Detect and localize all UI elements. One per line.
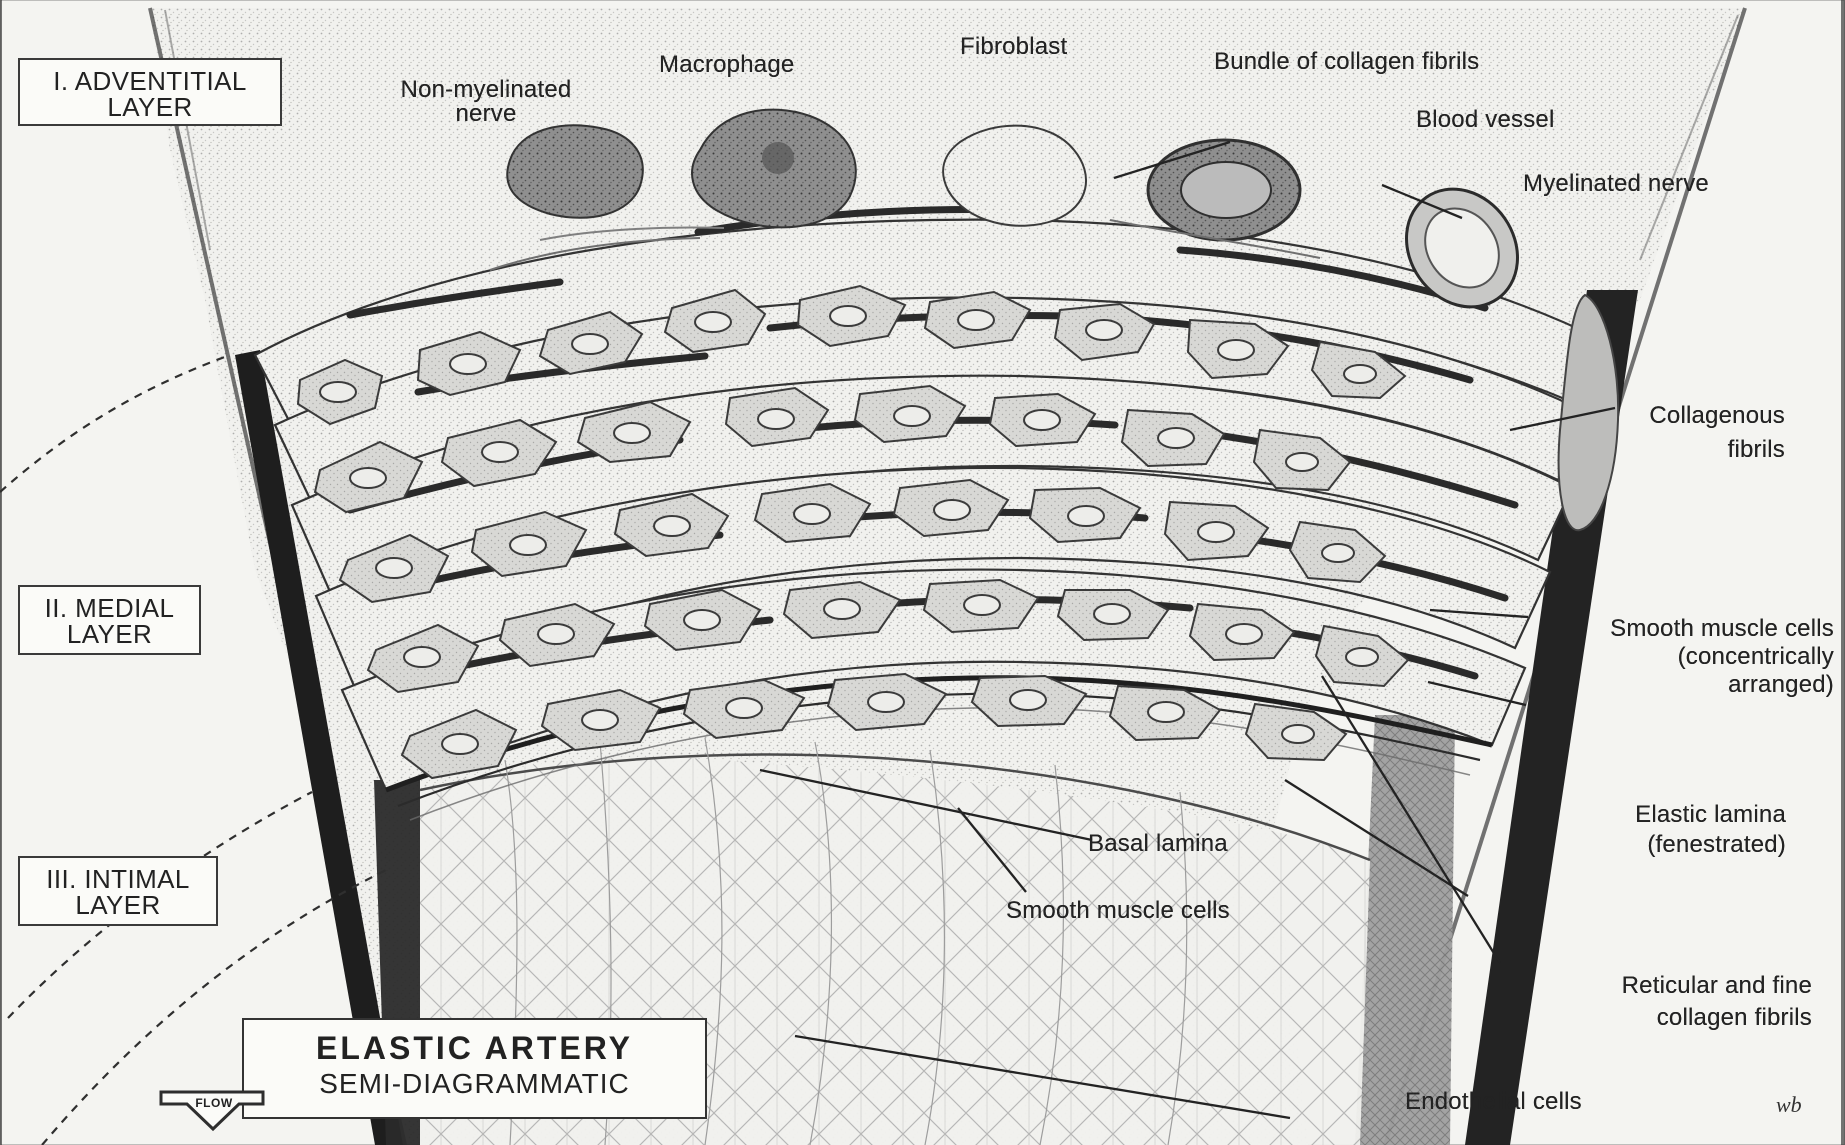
- basal-lamina-label: Basal lamina: [1088, 832, 1228, 856]
- medial-layer-box: II. MEDIAL LAYER: [18, 585, 201, 655]
- myelinated-nerve-label: Myelinated nerve: [1523, 172, 1709, 196]
- reticular-line-1: Reticular and fine: [1482, 974, 1812, 998]
- diagram-subtitle: SEMI-DIAGRAMMATIC: [244, 1070, 705, 1098]
- blood-vessel-label: Blood vessel: [1416, 108, 1554, 132]
- intimal-layer-box: III. INTIMAL LAYER: [18, 856, 218, 926]
- macrophage-label: Macrophage: [659, 53, 794, 77]
- elastic-lamina-line-2: (fenestrated): [1510, 833, 1786, 857]
- diagram-title: ELASTIC ARTERY: [244, 1032, 705, 1064]
- flow-label: FLOW: [186, 1096, 242, 1110]
- elastic-lamina-line-1: Elastic lamina: [1510, 803, 1786, 827]
- collagenous-line-1: Collagenous: [1615, 404, 1785, 428]
- reticular-collagen-label: Reticular and fine collagen fibrils: [1482, 974, 1812, 1030]
- bundle-collagen-label: Bundle of collagen fibrils: [1214, 50, 1479, 74]
- non-myelinated-nerve-label: Non-myelinated nerve: [372, 78, 600, 126]
- smooth-muscle-cells-right-label: Smooth muscle cells (concentrically arra…: [1512, 617, 1834, 697]
- smooth-muscle-right-line-1: Smooth muscle cells: [1512, 617, 1834, 641]
- medial-layer-line-2: LAYER: [20, 621, 199, 647]
- medial-layer-line-1: II. MEDIAL: [20, 595, 199, 621]
- intimal-layer-line-1: III. INTIMAL: [20, 866, 216, 892]
- smooth-muscle-right-line-2: (concentrically: [1512, 645, 1834, 669]
- non-myelinated-nerve-line-2: nerve: [372, 102, 600, 126]
- elastic-lamina-label: Elastic lamina (fenestrated): [1510, 803, 1786, 857]
- adventitial-layer-line-1: I. ADVENTITIAL: [20, 68, 280, 94]
- adventitial-layer-box: I. ADVENTITIAL LAYER: [18, 58, 282, 126]
- flow-indicator: FLOW: [155, 1085, 271, 1135]
- non-myelinated-nerve-line-1: Non-myelinated: [372, 78, 600, 102]
- smooth-muscle-right-line-3: arranged): [1512, 673, 1834, 697]
- intimal-layer-line-2: LAYER: [20, 892, 216, 918]
- flow-arrow-icon: [155, 1085, 271, 1135]
- collagenous-line-2: fibrils: [1615, 438, 1785, 462]
- artist-signature: wb: [1776, 1092, 1802, 1118]
- reticular-line-2: collagen fibrils: [1482, 1006, 1812, 1030]
- adventitial-layer-line-2: LAYER: [20, 94, 280, 120]
- diagram-title-box: ELASTIC ARTERY SEMI-DIAGRAMMATIC: [242, 1018, 707, 1119]
- endothelial-cells-label: Endothelial cells: [1405, 1090, 1582, 1114]
- fibroblast-label: Fibroblast: [960, 35, 1067, 59]
- smooth-muscle-cells-center-label: Smooth muscle cells: [1006, 899, 1230, 923]
- collagenous-fibrils-label: Collagenous fibrils: [1615, 404, 1785, 462]
